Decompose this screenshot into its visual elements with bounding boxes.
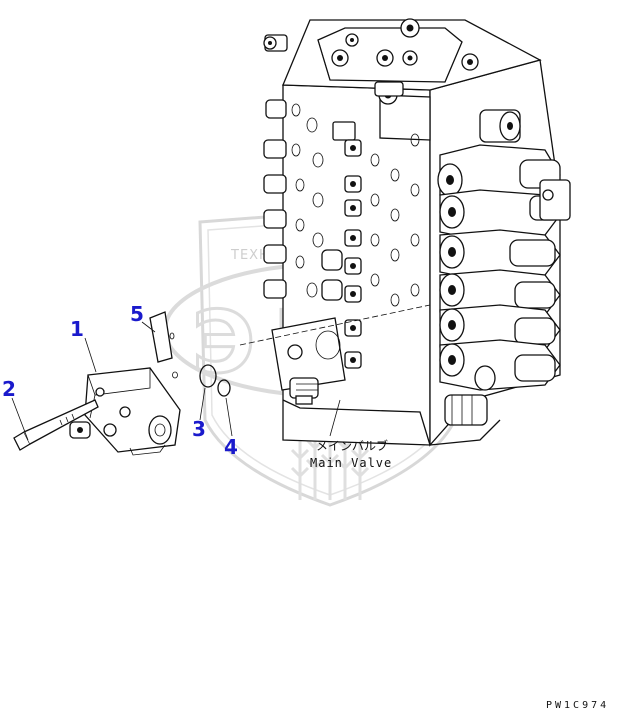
callout-2: 2 (2, 377, 16, 401)
right-spools (437, 109, 571, 391)
part-2-bolt (13, 399, 99, 451)
drawing-code: PW1C974 (546, 700, 609, 711)
left-spool-caps (263, 99, 287, 299)
assembly-axis-line (239, 304, 431, 346)
center-ports (321, 121, 362, 369)
part-1-cover (69, 367, 181, 456)
front-face-holes (291, 103, 420, 307)
main-valve-drawing (239, 18, 571, 447)
lower-flange (271, 317, 346, 391)
bottom-fitting (289, 377, 319, 405)
callout-4: 4 (224, 435, 238, 459)
part-3-o-ring (199, 364, 217, 388)
leader-lines (11, 321, 341, 441)
part-5-gasket (149, 311, 178, 379)
top-bolts (263, 18, 479, 105)
callout-1: 1 (70, 317, 84, 341)
watermark-shield-icon (198, 210, 462, 507)
callout-3: 3 (192, 417, 206, 441)
main-valve-label-en: Main Valve (310, 456, 392, 470)
main-valve-label-jp: メインバルブ (316, 438, 388, 453)
part-4-o-ring (217, 379, 231, 397)
lower-right-fitting (444, 365, 496, 426)
callout-5: 5 (130, 302, 144, 326)
wheat-icon (290, 425, 370, 500)
